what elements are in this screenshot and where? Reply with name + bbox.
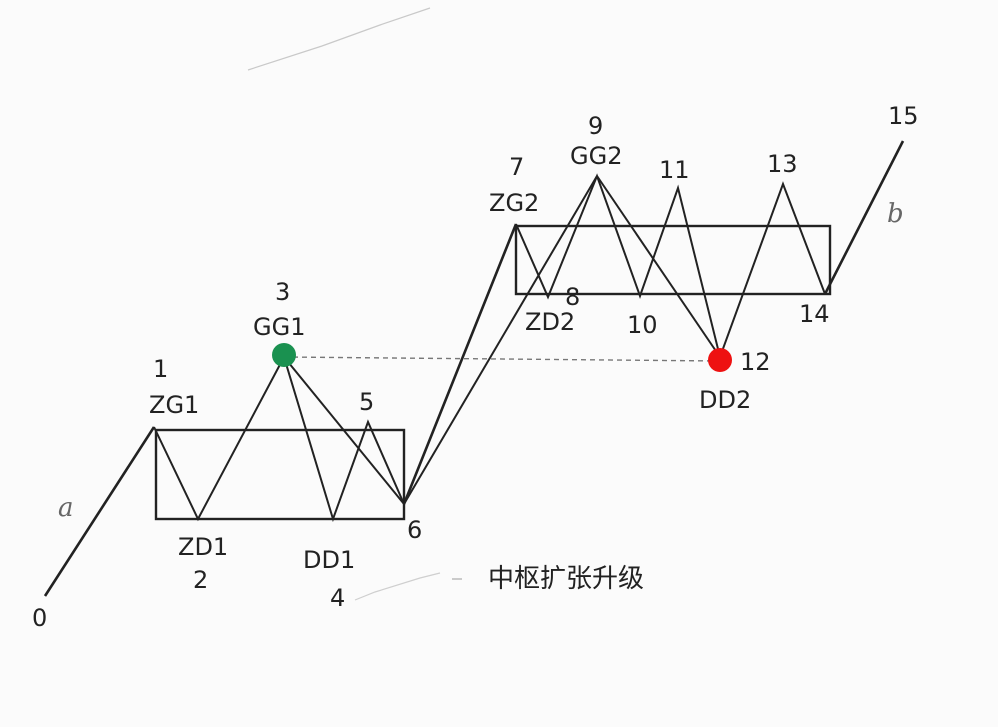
point-0-label: 0: [32, 604, 47, 632]
diagram-caption: 中枢扩张升级: [488, 564, 644, 594]
leg-b-line: [823, 140, 905, 295]
point-13-label: 13: [767, 150, 798, 178]
zhongshu-box-2: [514, 224, 832, 296]
point-2-tag: ZD1: [178, 533, 228, 561]
gg1-dot: [272, 343, 296, 367]
leg-a-line: [43, 426, 156, 597]
gg1-dd2-dashed-line: [283, 356, 721, 362]
scan-artifact: [247, 7, 431, 71]
point-11-label: 11: [659, 156, 690, 184]
point-3-label: 3: [275, 278, 290, 306]
leg-a-label: a: [58, 493, 74, 523]
point-15-label: 15: [888, 102, 919, 130]
point-9-label: 9: [588, 112, 603, 140]
zhongshu-box-1: [154, 428, 406, 521]
leg-b-label: b: [887, 199, 904, 229]
point-6-label: 6: [407, 516, 422, 544]
zigzag-center-2: [515, 173, 826, 361]
point-1-label: 1: [153, 355, 168, 383]
point-12-label: 12: [740, 348, 771, 376]
line-6-to-7: [402, 223, 518, 505]
point-1-tag: ZG1: [149, 391, 199, 419]
zigzag-center-1: [153, 354, 405, 523]
point-14-label: 14: [799, 300, 830, 328]
point-4-tag: DD1: [303, 546, 355, 574]
point-7-tag: ZG2: [489, 189, 539, 217]
point-5-label: 5: [359, 388, 374, 416]
point-7-label: 7: [509, 153, 524, 181]
dd2-dot: [708, 348, 732, 372]
point-2-label: 2: [193, 566, 208, 594]
point-4-label: 4: [330, 584, 345, 612]
line-9-to-12: [596, 175, 721, 358]
point-8-label: 8: [565, 283, 580, 311]
point-10-label: 10: [627, 311, 658, 339]
scan-artifact: [354, 572, 441, 601]
line-6-to-9: [403, 175, 598, 505]
point-9-tag: GG2: [570, 142, 622, 170]
point-8-tag: ZD2: [525, 308, 575, 336]
point-3-tag: GG1: [253, 313, 305, 341]
line-3-to-6: [283, 356, 405, 505]
point-12-tag: DD2: [699, 386, 751, 414]
